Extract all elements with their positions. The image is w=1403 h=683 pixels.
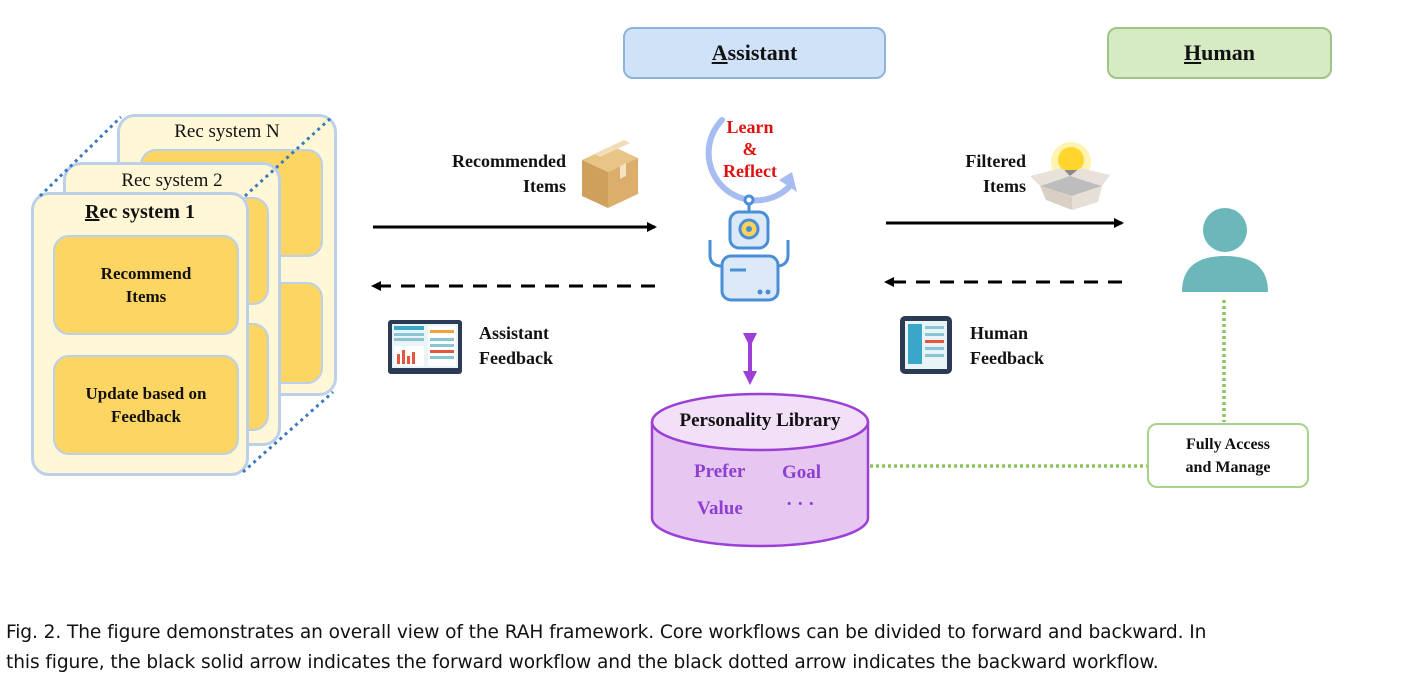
learn-text: Learn [726,117,774,137]
fully-access-line2: and Manage [1185,458,1271,476]
rec-system-1-title-initial: R [85,201,100,223]
caption-line2: this figure, the black solid arrow indic… [6,652,1159,673]
library-item-goal: Goal [782,462,822,483]
ampersand-text: & [742,139,758,159]
fully-access-manage-box: Fully Access and Manage [1147,423,1309,488]
learn-reflect-cycle-icon [705,117,797,204]
learn-reflect-label: Learn & Reflect [700,116,800,182]
rec-system-card-1: Rec system 1 Recommend Items Update base… [31,192,249,476]
assistant-feedback-line2: Feedback [479,348,553,368]
recommend-items-line2: Items [125,287,167,306]
robot-icon [708,194,790,302]
library-item-prefer: Prefer [694,461,746,482]
human-header-initial: H [1184,40,1202,65]
assistant-header-initial: A [711,40,728,65]
recommended-items-line1: Recommended [452,151,566,171]
reflect-text: Reflect [723,161,777,181]
human-feedback-line2: Feedback [970,348,1044,368]
rec-system-1-title: Rec system 1 [34,201,246,224]
filtered-items-line2: Items [983,176,1026,196]
stack-connector-top [38,115,123,198]
stack-connector-right [243,115,334,198]
update-feedback-box: Update based on Feedback [53,355,239,455]
assistant-feedback-dashboard-icon [388,320,462,374]
human-feedback-label: Human Feedback [970,321,1090,371]
personality-library-cylinder [650,392,870,548]
rec-system-2-title: Rec system 2 [121,170,223,191]
recommend-items-line1: Recommend [100,264,192,283]
caption-line1: Fig. 2. The figure demonstrates an overa… [6,622,1207,643]
fully-access-line1: Fully Access [1186,435,1270,453]
package-box-icon [582,140,638,208]
library-item-value: Value [697,498,743,519]
stack-connector-bottom [242,390,334,474]
figure-caption: Fig. 2. The figure demonstrates an overa… [6,618,1401,678]
filtered-items-line1: Filtered [965,151,1026,171]
human-feedback-line1: Human [970,323,1029,343]
rec-system-n-title: Rec system N [174,121,280,142]
filtered-items-label: Filtered Items [930,149,1040,199]
update-feedback-line1: Update based on [85,384,207,403]
recommended-items-line2: Items [523,176,566,196]
update-feedback-line2: Feedback [111,407,181,426]
personality-library-title: Personality Library [679,410,841,431]
assistant-feedback-label: Assistant Feedback [479,321,599,371]
lightbulb-box-icon [1030,142,1110,210]
human-header-rest: uman [1201,40,1255,65]
recommend-items-box: Recommend Items [53,235,239,335]
assistant-feedback-line1: Assistant [479,323,550,343]
library-item-more: · · · [786,494,815,515]
recommended-items-label: Recommended Items [420,149,580,199]
human-person-icon [1182,208,1268,292]
human-feedback-tablet-icon [900,316,952,374]
assistant-header-rest: ssistant [727,40,798,65]
rec-system-1-title-rest: ec system 1 [99,201,195,223]
